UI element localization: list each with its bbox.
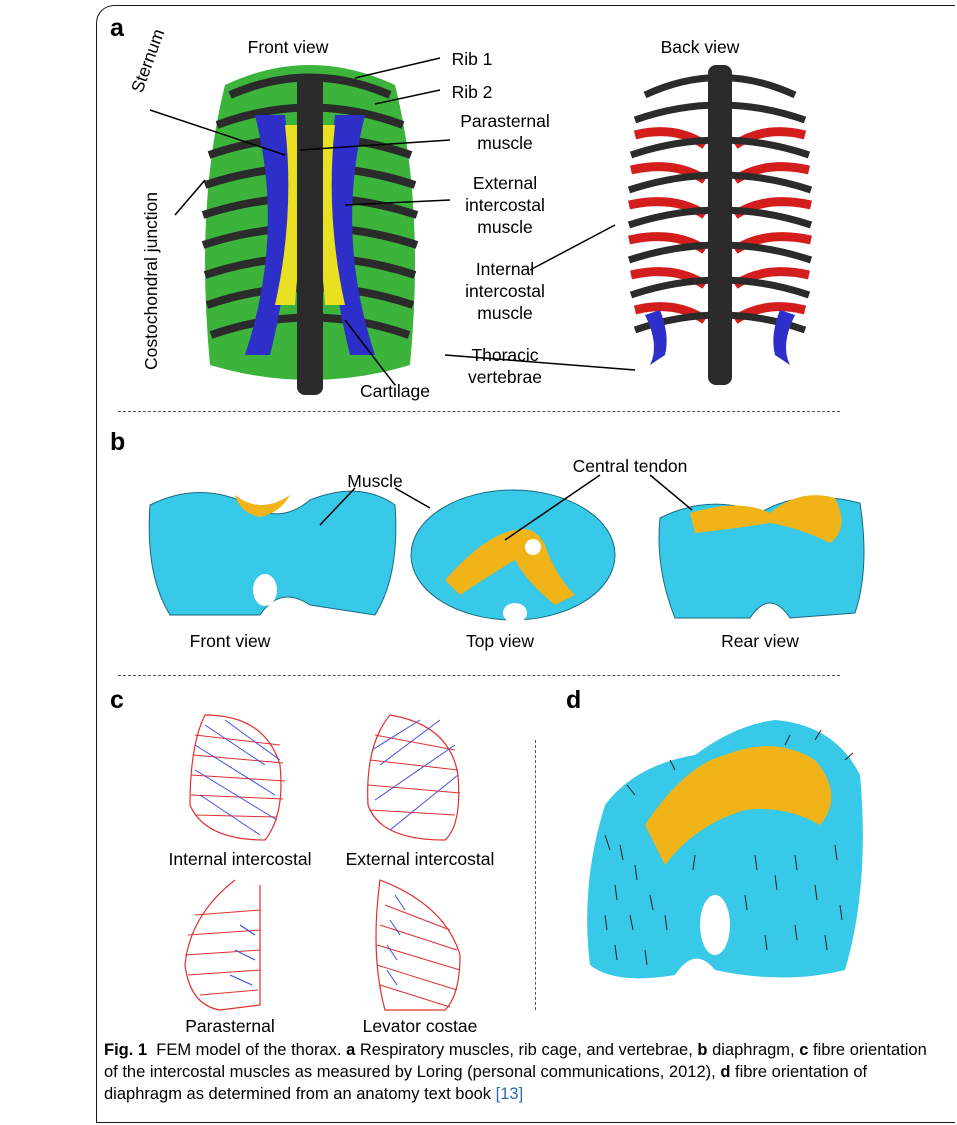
levator-costae-label: Levator costae	[340, 1015, 500, 1037]
panel-letter-c: c	[110, 686, 124, 715]
caption-fig-label: Fig. 1	[104, 1041, 147, 1059]
caption-a-text: Respiratory muscles, rib cage, and verte…	[360, 1041, 693, 1059]
levator-costae-fibres	[365, 875, 465, 1015]
citation-link[interactable]: [13]	[496, 1085, 524, 1103]
divider-c-d	[535, 740, 536, 1010]
caption-d: d	[720, 1063, 730, 1081]
external-intercostal-fibres	[360, 705, 465, 845]
caption-b-text: diaphragm,	[712, 1041, 795, 1059]
internal-intercostal-label: Internal intercostal	[140, 848, 340, 870]
panel-letter-d: d	[566, 686, 581, 715]
diaphragm-fibre-orientation-image	[575, 715, 875, 995]
caption-a: a	[346, 1041, 355, 1059]
caption-title: FEM model of the thorax.	[156, 1041, 341, 1059]
external-intercostal-label: External intercostal	[320, 848, 520, 870]
caption-c: c	[799, 1041, 808, 1059]
caption-b: b	[697, 1041, 707, 1059]
parasternal-label: Parasternal	[170, 1015, 290, 1037]
figure-caption: Fig. 1 FEM model of the thorax. a Respir…	[104, 1039, 944, 1105]
parasternal-fibres	[180, 875, 275, 1015]
divider-b-c	[118, 675, 840, 676]
internal-intercostal-fibres	[185, 705, 290, 845]
